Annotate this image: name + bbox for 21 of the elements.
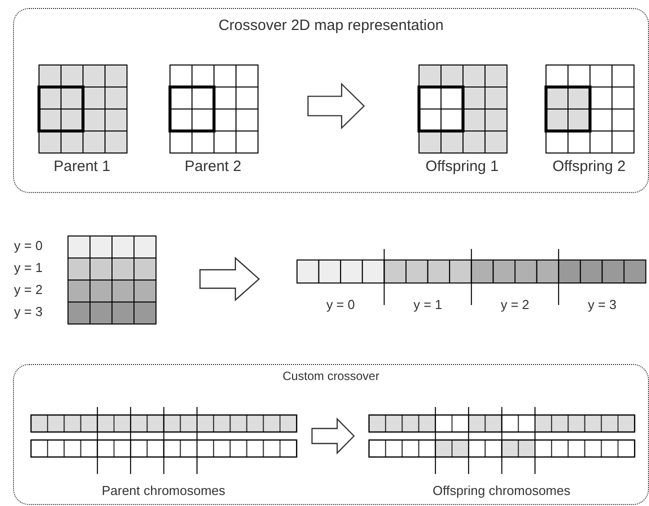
dotted-panel <box>13 364 649 505</box>
panel-title: Crossover 2D map representation <box>217 17 445 34</box>
chromosome-caption: Parent chromosomes <box>100 483 226 498</box>
grid-caption: Parent 1 <box>52 158 112 175</box>
row-label: y = 2 <box>14 282 43 297</box>
segment-label: y = 0 <box>325 297 356 312</box>
panel-title: Custom crossover <box>282 369 380 383</box>
block-arrow <box>311 418 355 454</box>
row-label: y = 0 <box>14 238 43 253</box>
grid-caption: Offspring 1 <box>424 158 500 175</box>
grid-caption: Offspring 2 <box>551 158 627 175</box>
segment-label: y = 2 <box>500 297 530 312</box>
chromosome-caption: Offspring chromosomes <box>432 483 572 498</box>
block-arrow <box>199 256 260 302</box>
segment-label: y = 1 <box>412 297 444 312</box>
row-label: y = 3 <box>14 304 43 319</box>
grid-caption: Parent 2 <box>184 158 242 175</box>
segment-label: y = 3 <box>586 297 618 312</box>
block-arrow <box>307 82 365 130</box>
row-label: y = 1 <box>14 260 43 275</box>
dotted-panel <box>13 8 649 193</box>
